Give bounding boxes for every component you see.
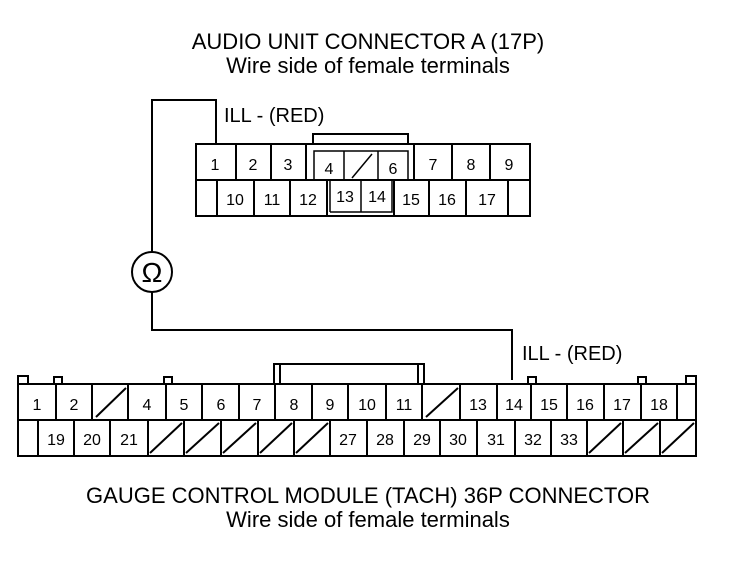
gauge-pin-29: 29 xyxy=(413,432,431,449)
gauge-pin-16: 16 xyxy=(576,397,594,414)
audio-ill-wire xyxy=(151,99,217,252)
gauge-pin-31: 31 xyxy=(487,432,505,449)
gauge-pin-30: 30 xyxy=(449,432,467,449)
gauge-pin-17: 17 xyxy=(613,397,631,414)
gauge-pin-2: 2 xyxy=(70,397,79,414)
gauge-connector-tab xyxy=(273,363,425,385)
gauge-pin-9: 9 xyxy=(326,397,335,414)
audio-pin-6: 6 xyxy=(389,161,398,178)
gauge-connector-subtitle: Wire side of female terminals xyxy=(226,507,510,532)
gauge-pin-32: 32 xyxy=(524,432,542,449)
audio-pin-14: 14 xyxy=(368,189,386,206)
gauge-pin-8: 8 xyxy=(290,397,299,414)
gauge-pin-33: 33 xyxy=(560,432,578,449)
gauge-ill-wire xyxy=(151,292,513,380)
audio-pin-13: 13 xyxy=(336,189,354,206)
audio-connector-subtitle: Wire side of female terminals xyxy=(226,53,510,78)
audio-connector-title: AUDIO UNIT CONNECTOR A (17P) xyxy=(191,29,545,54)
gauge-pin-4: 4 xyxy=(143,397,152,414)
gauge-pin-20: 20 xyxy=(83,432,101,449)
gauge-pin-21: 21 xyxy=(120,432,138,449)
gauge-pin-6: 6 xyxy=(217,397,226,414)
audio-pin-3: 3 xyxy=(284,157,293,174)
gauge-pin-1: 1 xyxy=(33,397,42,414)
audio-pin-16: 16 xyxy=(438,192,456,209)
audio-ill-label: ILL - (RED) xyxy=(224,105,324,127)
gauge-pin-15: 15 xyxy=(540,397,558,414)
audio-pin-17: 17 xyxy=(478,192,496,209)
audio-pin-8: 8 xyxy=(467,157,476,174)
gauge-pin-11: 11 xyxy=(396,397,413,414)
gauge-pin-27: 27 xyxy=(339,432,357,449)
gauge-pin-5: 5 xyxy=(180,397,189,414)
audio-pin-15: 15 xyxy=(402,192,420,209)
gauge-ill-label: ILL - (RED) xyxy=(522,343,622,365)
ohm-symbol: Ω xyxy=(142,257,163,288)
gauge-pin-18: 18 xyxy=(650,397,668,414)
audio-pin-11: 11 xyxy=(264,192,281,209)
audio-pin-10: 10 xyxy=(226,192,244,209)
gauge-pin-10: 10 xyxy=(358,397,376,414)
audio-pin-4: 4 xyxy=(325,161,334,178)
audio-pin-2: 2 xyxy=(249,157,258,174)
gauge-pin-7: 7 xyxy=(253,397,262,414)
audio-pin-7: 7 xyxy=(429,157,438,174)
audio-blank-cavity xyxy=(351,153,373,179)
audio-pin-9: 9 xyxy=(505,157,514,174)
audio-pin-12: 12 xyxy=(299,192,317,209)
gauge-pin-19: 19 xyxy=(47,432,65,449)
gauge-connector-title: GAUGE CONTROL MODULE (TACH) 36P CONNECTO… xyxy=(86,483,650,508)
audio-pin-1: 1 xyxy=(211,157,220,174)
gauge-pin-13: 13 xyxy=(469,397,487,414)
gauge-pin-14: 14 xyxy=(505,397,523,414)
gauge-pin-28: 28 xyxy=(376,432,394,449)
audio-connector-tab xyxy=(312,133,409,144)
